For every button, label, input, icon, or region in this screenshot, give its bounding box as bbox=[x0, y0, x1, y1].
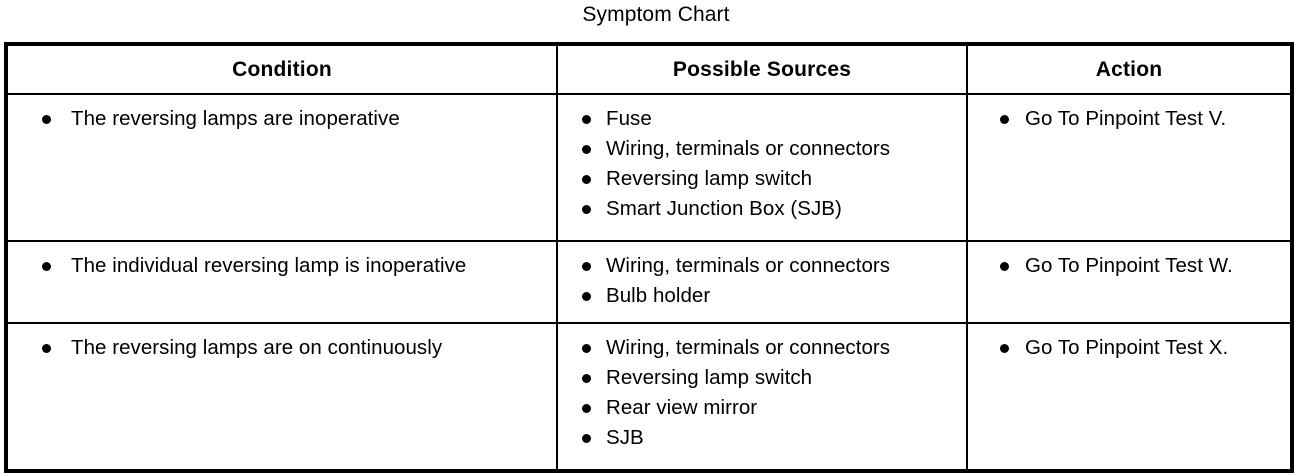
list-item: The reversing lamps are on continuously bbox=[8, 333, 550, 363]
list-item-label: Smart Junction Box (SJB) bbox=[606, 197, 842, 220]
cell-action: Go To Pinpoint Test W. bbox=[966, 240, 1293, 324]
cell-possible-sources: Wiring, terminals or connectors Bulb hol… bbox=[556, 240, 968, 324]
bullet-icon bbox=[42, 262, 51, 271]
action-list: Go To Pinpoint Test W. bbox=[968, 251, 1284, 281]
list-item-label: Wiring, terminals or connectors bbox=[606, 336, 891, 359]
list-item: Wiring, terminals or connectors bbox=[558, 251, 960, 281]
list-item-label: Go To Pinpoint Test V. bbox=[1025, 107, 1227, 130]
list-item: The individual reversing lamp is inopera… bbox=[8, 251, 550, 281]
cell-condition: The reversing lamps are on continuously bbox=[5, 322, 558, 472]
bullet-icon bbox=[582, 434, 591, 443]
list-item-label: Reversing lamp switch bbox=[606, 366, 813, 389]
possible-sources-list: Fuse Wiring, terminals or connectors Rev… bbox=[558, 104, 960, 224]
list-item-label: Go To Pinpoint Test X. bbox=[1025, 336, 1229, 359]
possible-sources-list: Wiring, terminals or connectors Bulb hol… bbox=[558, 251, 960, 311]
bullet-icon bbox=[582, 344, 591, 353]
symptom-table: Condition Possible Sources Action The re… bbox=[4, 42, 1294, 473]
action-list: Go To Pinpoint Test V. bbox=[968, 104, 1284, 134]
list-item: Reversing lamp switch bbox=[558, 363, 960, 393]
list-item-label: Go To Pinpoint Test W. bbox=[1025, 254, 1233, 277]
condition-list: The reversing lamps are inoperative bbox=[8, 104, 550, 134]
bullet-icon bbox=[42, 344, 51, 353]
list-item: Wiring, terminals or connectors bbox=[558, 134, 960, 164]
table-row: The individual reversing lamp is inopera… bbox=[5, 240, 1293, 324]
bullet-icon bbox=[582, 145, 591, 154]
condition-list: The individual reversing lamp is inopera… bbox=[8, 251, 550, 281]
bullet-icon bbox=[582, 404, 591, 413]
list-item: Go To Pinpoint Test V. bbox=[968, 104, 1284, 134]
list-item-label: The individual reversing lamp is inopera… bbox=[71, 254, 467, 277]
list-item: Fuse bbox=[558, 104, 960, 134]
list-item: Smart Junction Box (SJB) bbox=[558, 194, 960, 224]
list-item: Go To Pinpoint Test W. bbox=[968, 251, 1284, 281]
list-item: Reversing lamp switch bbox=[558, 164, 960, 194]
list-item-label: The reversing lamps are on continuously bbox=[71, 336, 443, 359]
column-header-condition: Condition bbox=[5, 43, 558, 95]
bullet-icon bbox=[582, 115, 591, 124]
list-item-label: The reversing lamps are inoperative bbox=[71, 107, 400, 130]
page-title: Symptom Chart bbox=[582, 3, 730, 26]
list-item-label: Reversing lamp switch bbox=[606, 167, 813, 190]
list-item-label: SJB bbox=[606, 426, 644, 449]
list-item-label: Wiring, terminals or connectors bbox=[606, 254, 891, 277]
possible-sources-list: Wiring, terminals or connectors Reversin… bbox=[558, 333, 960, 453]
bullet-icon bbox=[582, 175, 591, 184]
list-item: Rear view mirror bbox=[558, 393, 960, 423]
list-item: The reversing lamps are inoperative bbox=[8, 104, 550, 134]
list-item: Wiring, terminals or connectors bbox=[558, 333, 960, 363]
column-header-possible-sources: Possible Sources bbox=[556, 43, 968, 95]
cell-possible-sources: Fuse Wiring, terminals or connectors Rev… bbox=[556, 93, 968, 242]
list-item-label: Fuse bbox=[606, 107, 652, 130]
column-header-action: Action bbox=[966, 43, 1293, 95]
bullet-icon bbox=[1000, 115, 1009, 124]
cell-action: Go To Pinpoint Test X. bbox=[966, 322, 1293, 472]
bullet-icon bbox=[582, 292, 591, 301]
bullet-icon bbox=[582, 262, 591, 271]
cell-condition: The reversing lamps are inoperative bbox=[5, 93, 558, 242]
bullet-icon bbox=[42, 115, 51, 124]
table-row: The reversing lamps are inoperative Fuse bbox=[5, 93, 1293, 242]
cell-condition: The individual reversing lamp is inopera… bbox=[5, 240, 558, 324]
action-list: Go To Pinpoint Test X. bbox=[968, 333, 1284, 363]
bullet-icon bbox=[582, 374, 591, 383]
list-item-label: Wiring, terminals or connectors bbox=[606, 137, 891, 160]
table-row: The reversing lamps are on continuously … bbox=[5, 322, 1293, 472]
list-item-label: Rear view mirror bbox=[606, 396, 758, 419]
list-item: Bulb holder bbox=[558, 281, 960, 311]
condition-list: The reversing lamps are on continuously bbox=[8, 333, 550, 363]
list-item: SJB bbox=[558, 423, 960, 453]
cell-action: Go To Pinpoint Test V. bbox=[966, 93, 1293, 242]
bullet-icon bbox=[582, 205, 591, 214]
bullet-icon bbox=[1000, 262, 1009, 271]
bullet-icon bbox=[1000, 344, 1009, 353]
list-item-label: Bulb holder bbox=[606, 284, 711, 307]
cell-possible-sources: Wiring, terminals or connectors Reversin… bbox=[556, 322, 968, 472]
table-header-row: Condition Possible Sources Action bbox=[5, 43, 1293, 95]
list-item: Go To Pinpoint Test X. bbox=[968, 333, 1284, 363]
